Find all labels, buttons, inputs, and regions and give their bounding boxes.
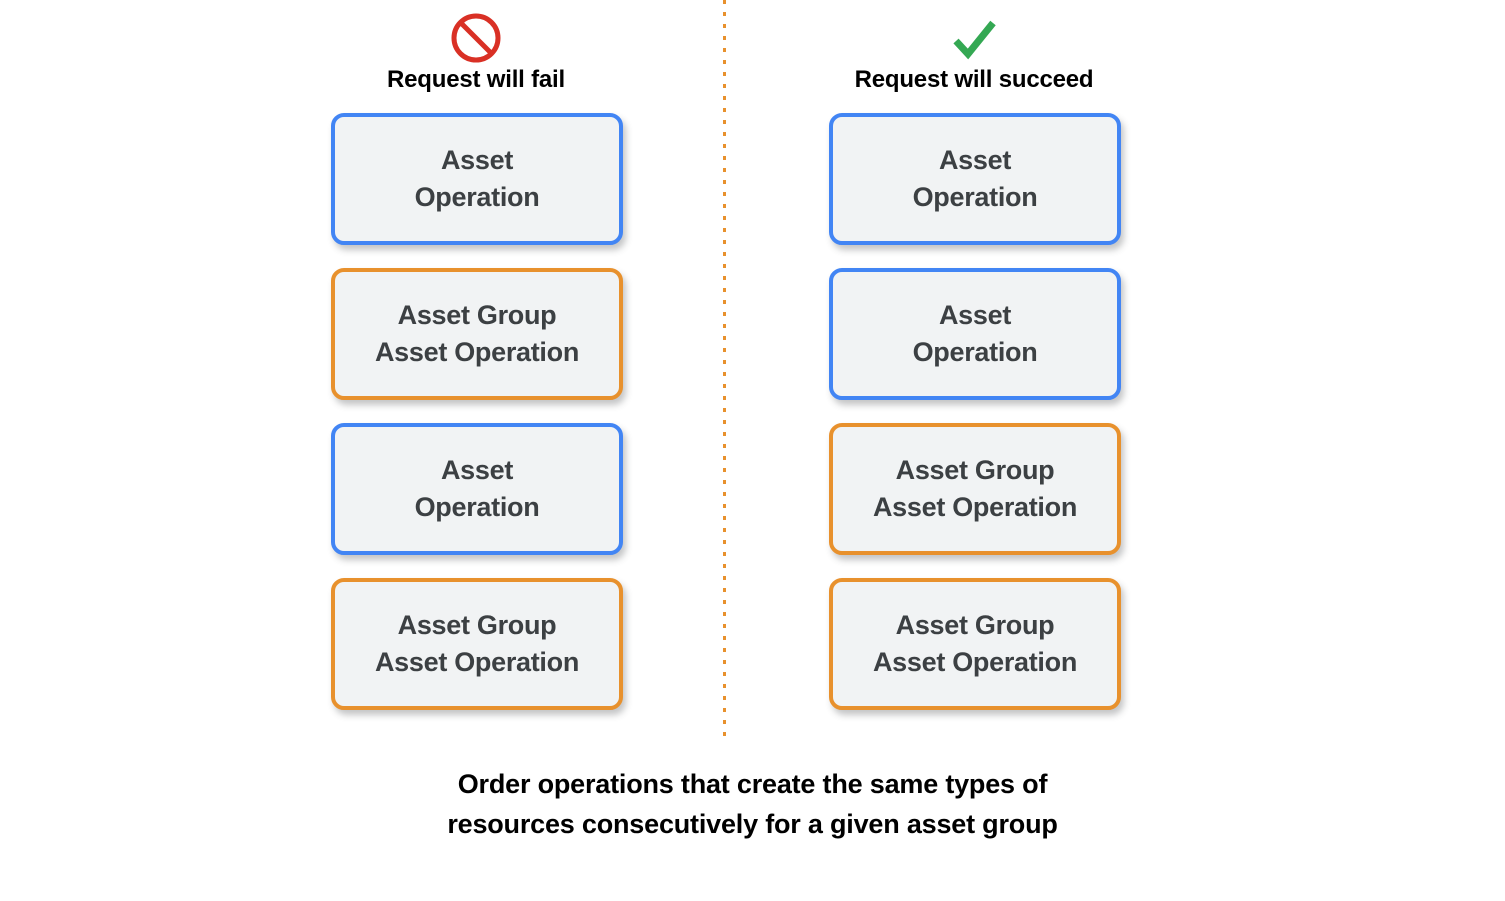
- operation-box-line-1: Asset: [440, 455, 514, 485]
- operation-box-line-2: Operation: [414, 492, 540, 522]
- operation-box-line-2: Asset Operation: [872, 492, 1078, 522]
- column-succeed-label: Request will succeed: [854, 66, 1094, 93]
- diagram-caption: Order operations that create the same ty…: [0, 764, 1505, 844]
- operation-box[interactable]: Asset Operation: [829, 113, 1121, 245]
- operation-box-line-1: Asset Group: [397, 610, 557, 640]
- checkmark-icon: [794, 12, 1154, 64]
- operation-box-line-1: Asset: [938, 145, 1012, 175]
- operation-box-line-1: Asset: [938, 300, 1012, 330]
- operation-box[interactable]: Asset Operation: [331, 423, 623, 555]
- operation-box-line-2: Operation: [414, 182, 540, 212]
- operation-box-line-2: Operation: [912, 337, 1038, 367]
- operation-box-line-2: Asset Operation: [374, 337, 580, 367]
- operation-box-line-1: Asset Group: [397, 300, 557, 330]
- diagram-caption-line-2: resources consecutively for a given asse…: [447, 809, 1058, 839]
- operation-box[interactable]: Asset Operation: [829, 268, 1121, 400]
- prohibition-icon: [296, 12, 656, 64]
- diagram-caption-line-1: Order operations that create the same ty…: [457, 769, 1048, 799]
- operation-box-line-1: Asset Group: [895, 455, 1055, 485]
- column-divider: [723, 0, 726, 737]
- column-fail-label: Request will fail: [387, 66, 565, 93]
- column-fail-header: Request will fail: [296, 12, 656, 94]
- operation-box-line-2: Asset Operation: [374, 647, 580, 677]
- operation-box[interactable]: Asset Group Asset Operation: [829, 578, 1121, 710]
- operation-box[interactable]: Asset Group Asset Operation: [331, 578, 623, 710]
- operation-box[interactable]: Asset Group Asset Operation: [829, 423, 1121, 555]
- operation-box-line-1: Asset: [440, 145, 514, 175]
- operation-box-line-1: Asset Group: [895, 610, 1055, 640]
- column-succeed-box-stack: Asset Operation Asset Operation Asset Gr…: [829, 113, 1121, 733]
- operation-box[interactable]: Asset Operation: [331, 113, 623, 245]
- operation-box-line-2: Operation: [912, 182, 1038, 212]
- column-succeed-header: Request will succeed: [794, 12, 1154, 94]
- operation-box[interactable]: Asset Group Asset Operation: [331, 268, 623, 400]
- operation-box-line-2: Asset Operation: [872, 647, 1078, 677]
- column-fail-box-stack: Asset Operation Asset Group Asset Operat…: [331, 113, 623, 733]
